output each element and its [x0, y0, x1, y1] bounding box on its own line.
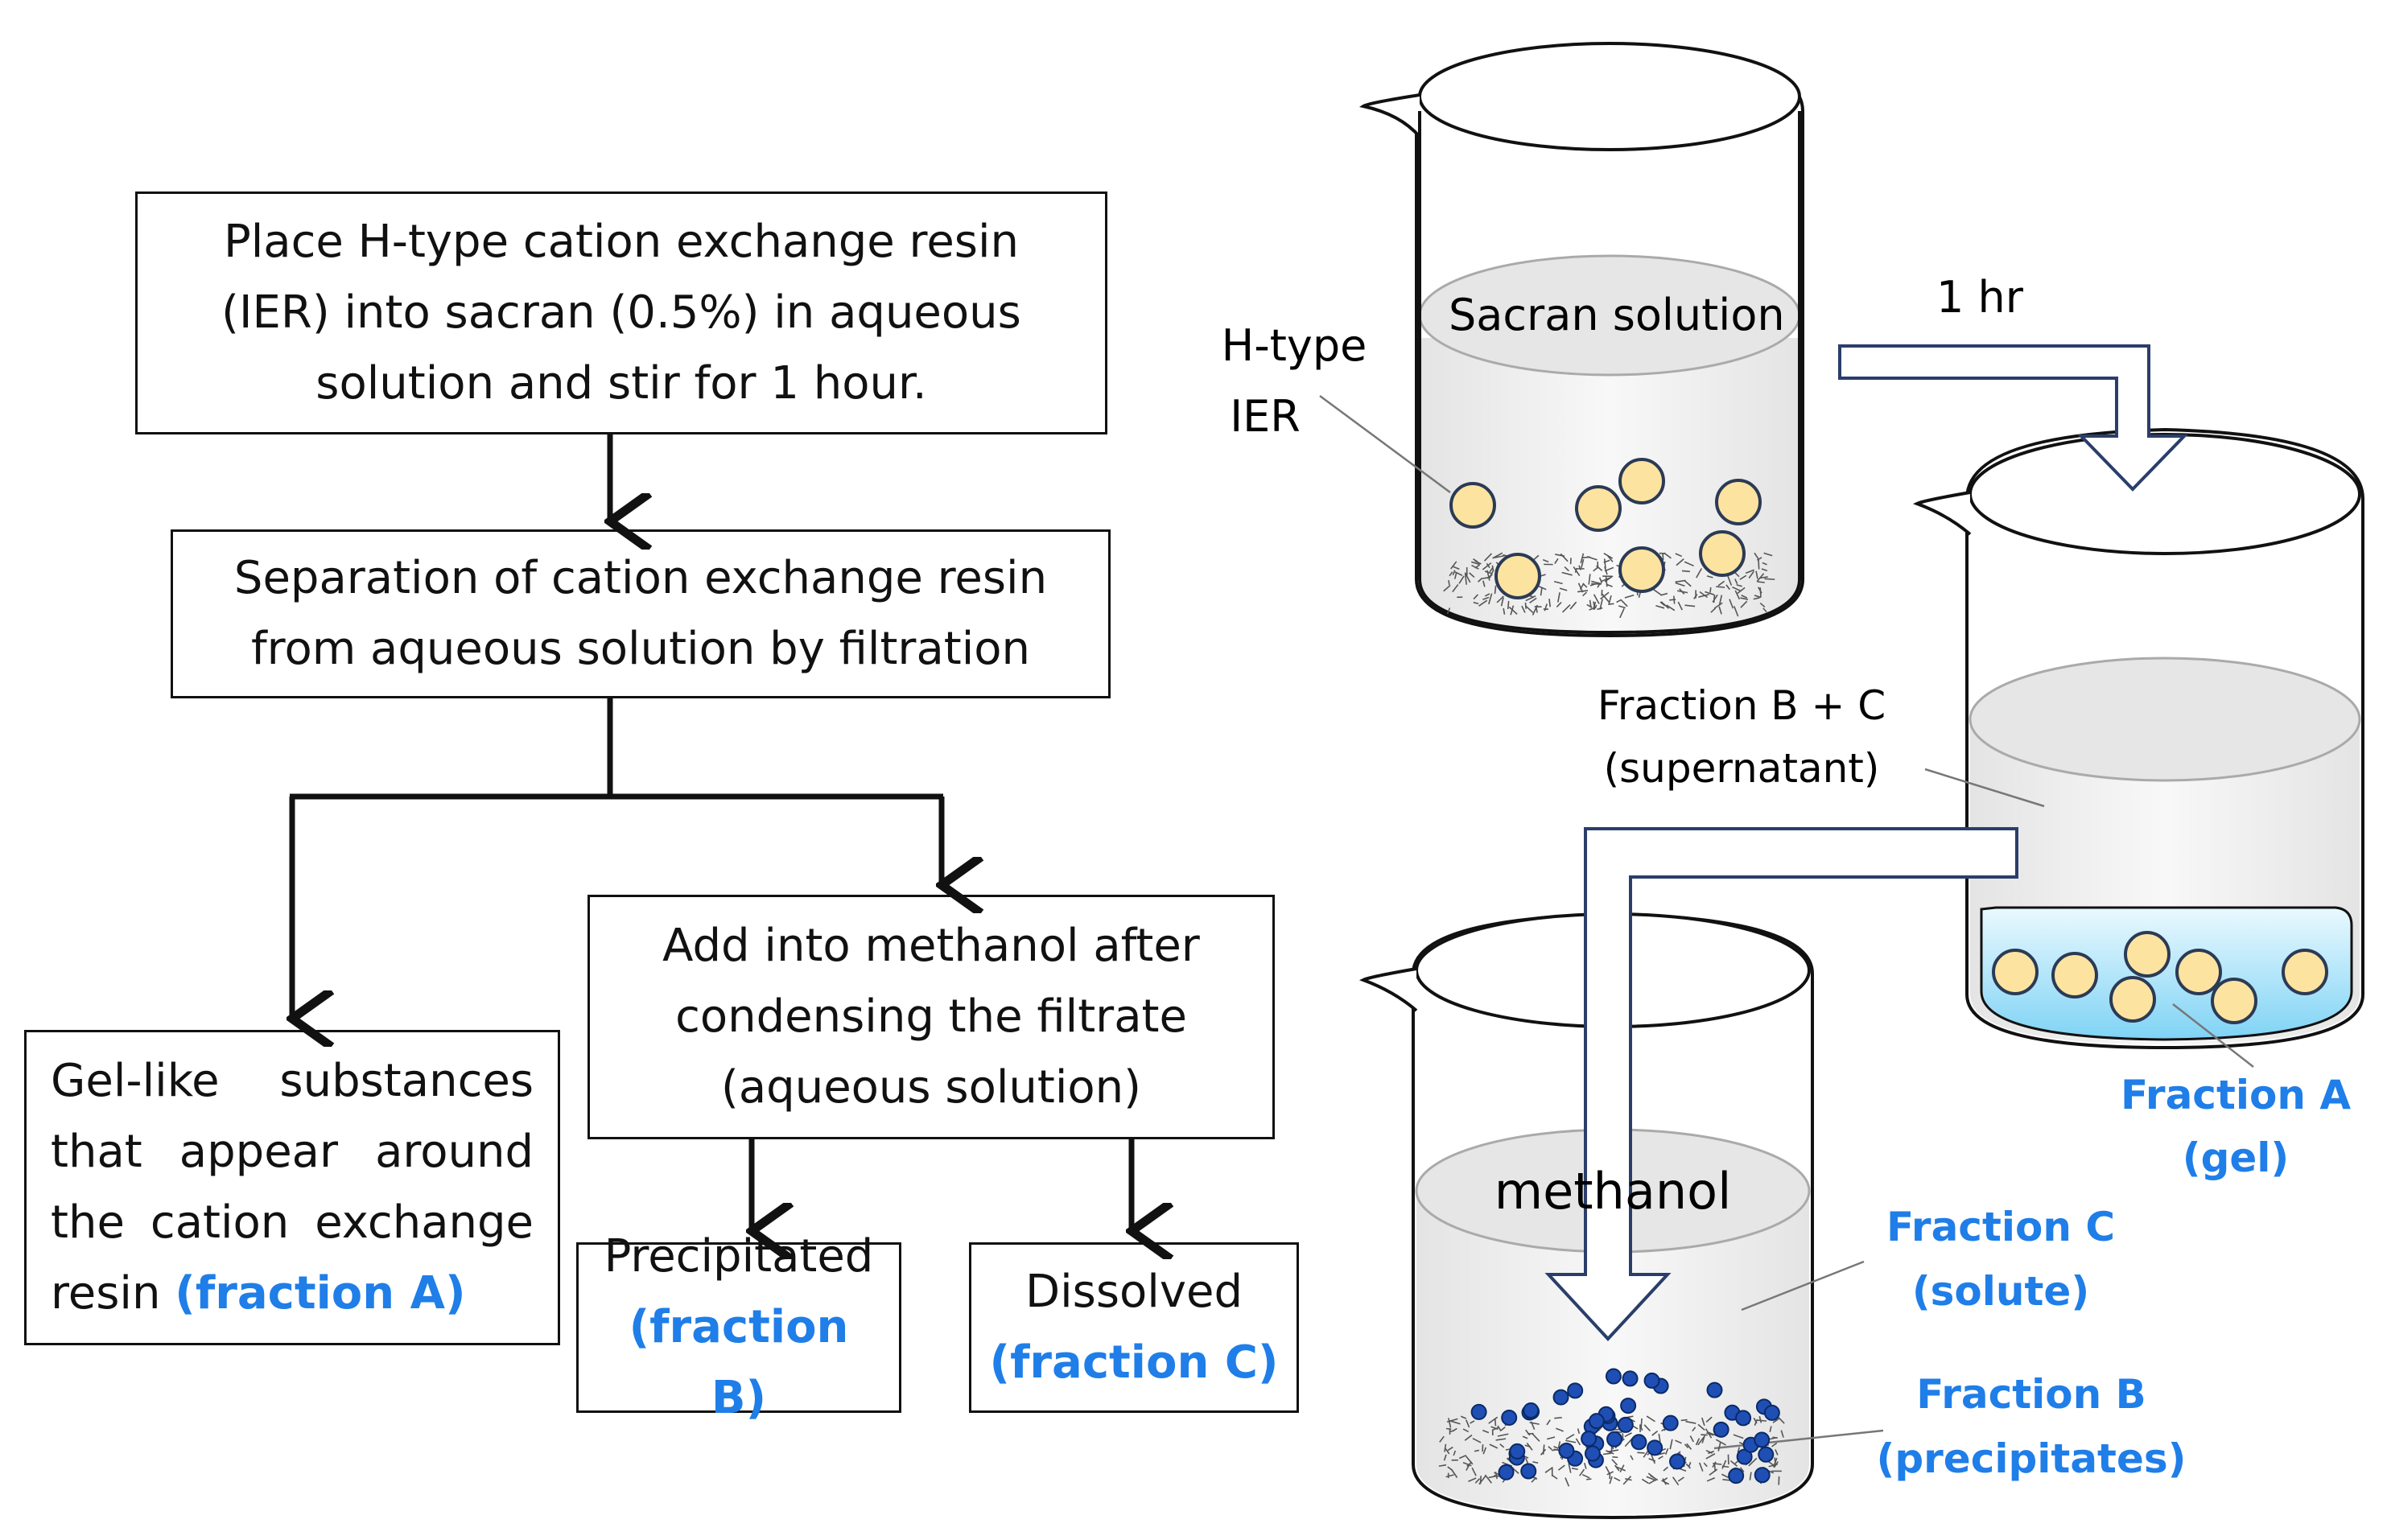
- resin-bead: [2124, 931, 2171, 978]
- resin-bead: [1618, 546, 1665, 593]
- fraction-a-label-line1: Fraction A: [2121, 1072, 2351, 1118]
- resin-bead: [2282, 949, 2328, 995]
- dissolved-box: Dissolved (fraction C): [969, 1242, 1299, 1413]
- process-arrow-1hr: [1838, 344, 2188, 492]
- resin-bead: [1449, 482, 1496, 529]
- fraction-a-line1: Gel-like substances: [51, 1055, 534, 1107]
- methanol-label: methanol: [1494, 1162, 1732, 1221]
- gel-layer: [1980, 906, 2353, 1041]
- resin-bead: [1715, 479, 1762, 525]
- fraction-b-label-line2: (precipitates): [1877, 1435, 2187, 1482]
- beaker2-spout: [1912, 491, 1972, 536]
- step1-line2: (IER) into sacran (0.5%) in aqueous: [221, 286, 1021, 339]
- flow-connectors: [290, 434, 1132, 1231]
- step1-line3: solution and stir for 1 hour.: [315, 357, 927, 410]
- leader-lines: [1319, 394, 2254, 1450]
- beaker1-rim: [1418, 42, 1801, 151]
- fraction-a-line2: that appear around: [51, 1126, 534, 1178]
- step2-line2: from aqueous solution by filtration: [250, 623, 1031, 675]
- beaker3-spout: [1358, 967, 1418, 1012]
- fraction-a-label-line2: (gel): [2183, 1134, 2290, 1181]
- resin-bead: [1992, 949, 2039, 995]
- resin-bead: [2109, 976, 2156, 1023]
- step2-line1: Separation of cation exchange resin: [233, 552, 1048, 604]
- ier-label-line2: IER: [1230, 391, 1301, 442]
- step1-box: Place H-type cation exchange resin (IER)…: [135, 191, 1107, 434]
- fraction-a-box: Gel-like substances that appear around t…: [24, 1030, 560, 1345]
- resin-bead: [1494, 553, 1541, 599]
- beaker-after: [1912, 427, 2364, 1050]
- time-label: 1 hr: [1936, 272, 2024, 323]
- step1-line1: Place H-type cation exchange resin: [223, 216, 1020, 268]
- resin-bead: [1699, 530, 1746, 577]
- step3-line2: condensing the filtrate: [675, 990, 1187, 1043]
- beaker2-surface: [1969, 657, 2361, 782]
- fraction-a-line3: the cation exchange: [51, 1196, 534, 1249]
- step3-line3: (aqueous solution): [721, 1061, 1141, 1114]
- step3-box: Add into methanol after condensing the f…: [587, 895, 1275, 1139]
- precipitate-dots: [1470, 1368, 1780, 1484]
- resin-bead: [2211, 978, 2257, 1024]
- leader-fraction-b: [1713, 1429, 1884, 1450]
- dissolved-highlight: (fraction C): [989, 1336, 1279, 1389]
- process-arrow-supernatant: [1544, 827, 2018, 1341]
- resin-bead: [1618, 458, 1665, 504]
- precipitated-box: Precipitated (fraction B): [576, 1230, 901, 1424]
- leader-fraction-a: [2172, 1003, 2254, 1068]
- precipitated-highlight: (fraction B): [629, 1301, 849, 1424]
- resin-bead: [2051, 952, 2098, 999]
- step3-line1: Add into methanol after: [662, 920, 1200, 972]
- fraction-a-highlight: (fraction A): [175, 1267, 466, 1320]
- leader-fraction-c: [1741, 1260, 1865, 1311]
- step2-box: Separation of cation exchange resin from…: [171, 529, 1111, 698]
- ier-label-line1: H-type: [1222, 320, 1367, 371]
- supernatant-label-line1: Fraction B + C: [1598, 682, 1886, 729]
- fraction-a-prefix: resin: [51, 1267, 175, 1320]
- sacran-solution-label: Sacran solution: [1449, 290, 1785, 340]
- supernatant-label-line2: (supernatant): [1604, 745, 1880, 792]
- fraction-b-label-line1: Fraction B: [1916, 1371, 2146, 1418]
- leader-supernatant: [1924, 768, 2045, 808]
- leader-ier: [1319, 394, 1451, 494]
- fraction-c-label-line2: (solute): [1912, 1268, 2089, 1315]
- resin-bead: [2175, 949, 2222, 995]
- resin-bead: [1575, 485, 1622, 532]
- precipitated-label: Precipitated: [604, 1230, 874, 1283]
- fraction-c-label-line1: Fraction C: [1886, 1204, 2115, 1250]
- fraction-a-line4: resin (fraction A): [51, 1258, 534, 1329]
- dissolved-label: Dissolved: [1025, 1266, 1243, 1318]
- beaker1-spout: [1358, 93, 1421, 138]
- particles: [1438, 458, 2328, 1487]
